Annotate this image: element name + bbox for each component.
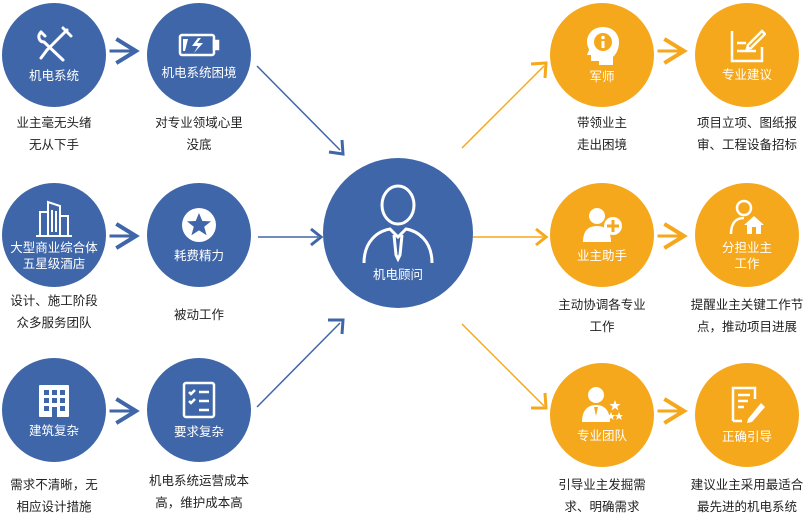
consultant-person-icon xyxy=(362,184,434,264)
node-description: 被动工作 xyxy=(173,307,224,322)
chevron-arrow-icon xyxy=(109,37,140,65)
connector-from-center xyxy=(461,323,548,410)
node-label: 机电系统 xyxy=(28,68,79,83)
node-label: 耗费精力 xyxy=(173,248,224,263)
node-advisor: 军师 xyxy=(550,3,654,107)
node-mep-consultant: 机电顾问 xyxy=(323,158,473,308)
node-commercial-complex: 大型商业综合体五星级酒店 xyxy=(2,183,106,287)
connector-from-center xyxy=(472,227,549,247)
node-correct-guidance: 正确引导 xyxy=(695,363,799,467)
chevron-arrow-icon xyxy=(657,37,688,65)
chevron-arrow-icon xyxy=(109,397,140,425)
user-home-icon xyxy=(729,199,764,235)
node-label: 大型商业综合体五星级酒店 xyxy=(10,240,98,271)
checklist-icon xyxy=(182,381,216,419)
node-description: 项目立项、图纸报审、工程设备招标 xyxy=(696,115,797,152)
chevron-arrow-icon xyxy=(657,397,688,425)
node-professional-team: 专业团队 xyxy=(550,363,654,467)
node-label: 建筑复杂 xyxy=(28,423,79,438)
node-description: 对专业领域心里没底 xyxy=(155,115,243,152)
node-label: 分担业主工作 xyxy=(721,240,772,271)
node-energy-cost: 耗费精力 xyxy=(147,183,251,287)
connector-to-center xyxy=(258,227,324,247)
user-stars-icon xyxy=(582,387,623,422)
node-description: 提醒业主关键工作节点，推动项目进展 xyxy=(690,297,804,334)
node-owner-assistant: 业主助手 xyxy=(550,183,654,287)
node-share-owner-work: 分担业主工作 xyxy=(695,183,799,287)
node-mep-system: 机电系统 xyxy=(2,3,106,107)
building-icon xyxy=(36,200,72,237)
node-description: 建议业主采用最适合最先进的机电系统 xyxy=(690,477,804,514)
node-description: 需求不清晰，无相应设计措施 xyxy=(10,477,98,514)
connector-to-center xyxy=(256,318,345,408)
node-description: 业主毫无头绪无从下手 xyxy=(16,115,92,152)
node-description: 带领业主走出困境 xyxy=(576,115,627,152)
node-description: 机电系统运营成本高，维护成本高 xyxy=(148,473,249,510)
node-description: 主动协调各专业工作 xyxy=(558,297,646,334)
office-building-icon xyxy=(39,385,69,417)
user-add-icon xyxy=(583,208,622,242)
node-label: 军师 xyxy=(589,69,615,84)
node-label: 要求复杂 xyxy=(173,424,224,439)
wrench-screwdriver-icon xyxy=(37,26,73,62)
node-mep-dilemma: 机电系统困境 xyxy=(147,3,251,107)
node-label: 正确引导 xyxy=(721,429,772,444)
node-label: 机电系统困境 xyxy=(161,65,237,80)
node-label: 业主助手 xyxy=(576,248,627,263)
chevron-arrow-icon xyxy=(109,222,140,250)
document-edit-icon xyxy=(730,29,766,63)
node-description: 设计、施工阶段众多服务团队 xyxy=(10,293,98,330)
document-pen-icon xyxy=(731,386,765,423)
connector-to-center xyxy=(256,65,345,156)
connector-from-center xyxy=(461,61,548,149)
node-label: 专业团队 xyxy=(576,428,627,443)
node-label: 专业建议 xyxy=(721,67,772,82)
node-professional-advice: 专业建议 xyxy=(695,3,799,107)
node-description: 引导业主发掘需求、明确需求 xyxy=(558,477,646,514)
chevron-arrow-icon xyxy=(657,222,688,250)
head-info-icon xyxy=(587,27,619,65)
node-complex-requirements: 要求复杂 xyxy=(147,358,251,462)
node-label: 机电顾问 xyxy=(372,267,423,282)
star-icon xyxy=(182,208,216,242)
node-complex-building: 建筑复杂 xyxy=(2,358,106,462)
low-battery-icon xyxy=(178,33,220,57)
